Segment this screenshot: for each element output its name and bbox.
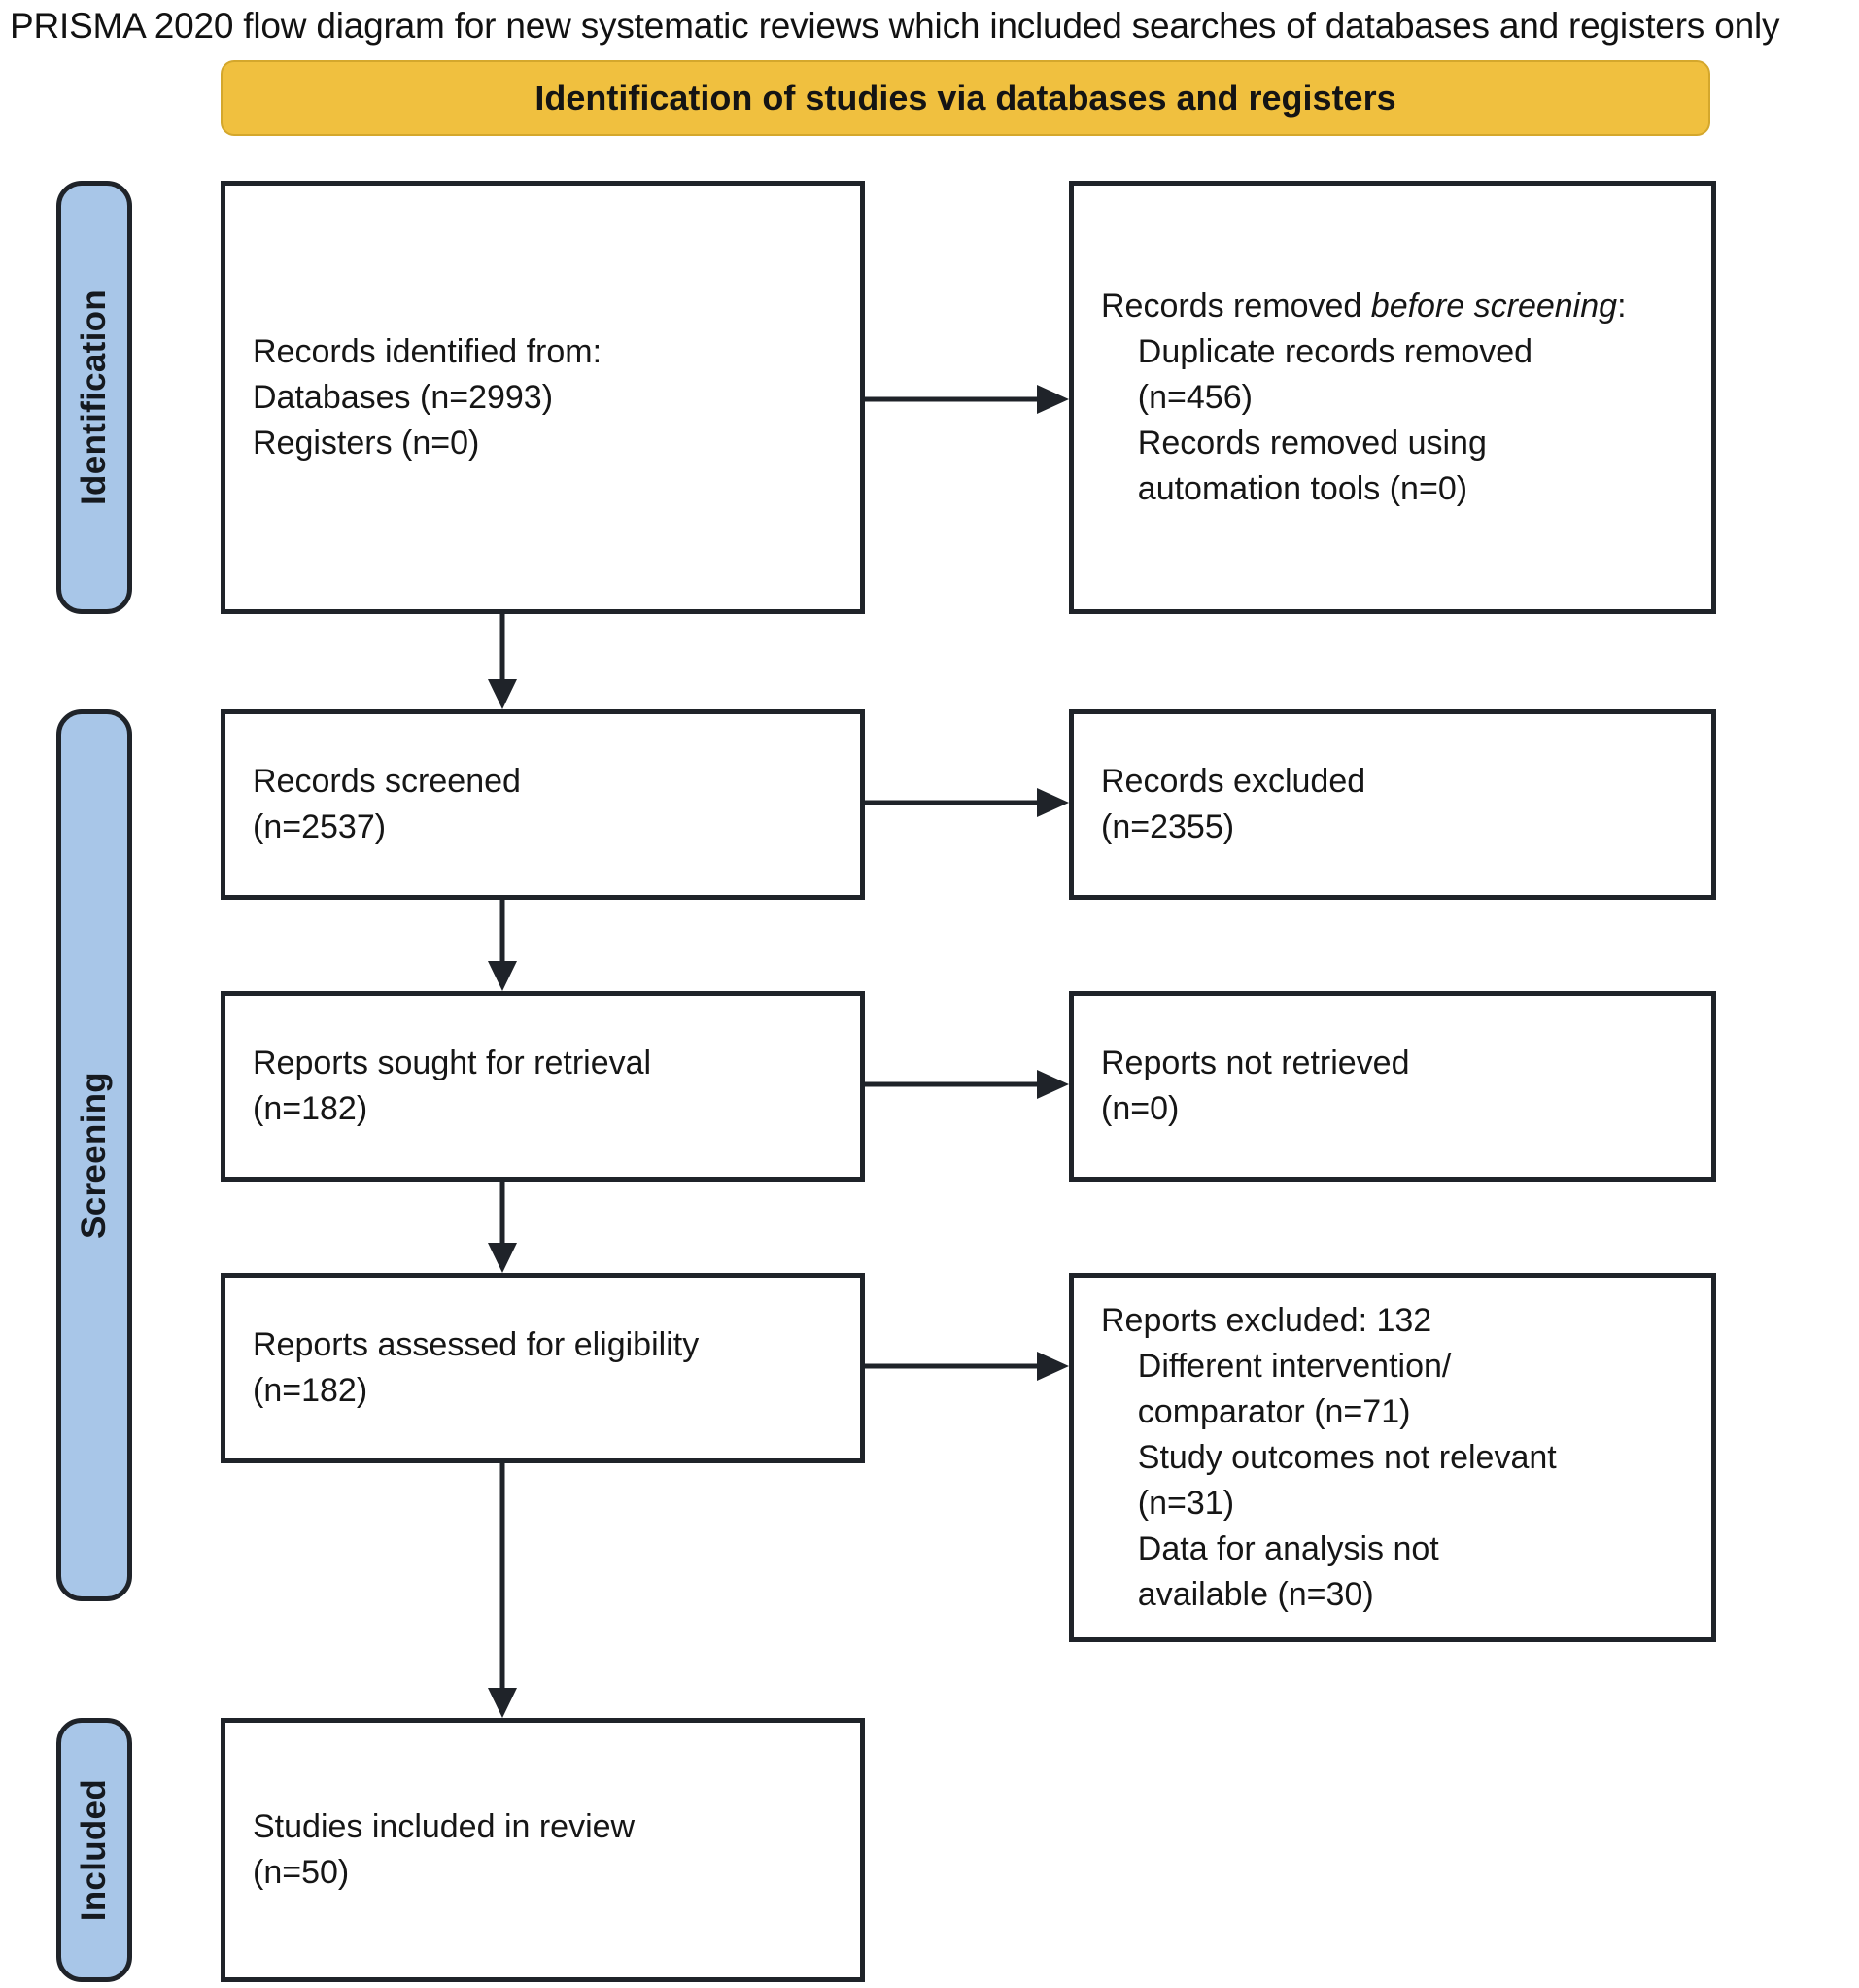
box-reports-assessed-for-eligibility: Reports assessed for eligibility (n=182) [221, 1273, 865, 1463]
box-studies-included-in-review: Studies included in review (n=50) [221, 1718, 865, 1982]
records-removed-heading-italic: before screening [1370, 287, 1618, 325]
connector-assessed-to-reports-excluded [864, 1350, 1071, 1383]
box-records-removed-before-screening-text: Records removed before screening: Duplic… [1101, 284, 1627, 512]
identification-banner: Identification of studies via databases … [221, 60, 1710, 136]
records-removed-heading-suffix: : [1617, 287, 1627, 325]
connector-sought-to-assessed [486, 1181, 519, 1275]
connector-sought-to-not-retrieved [864, 1068, 1071, 1101]
box-records-screened: Records screened (n=2537) [221, 709, 865, 900]
stage-bar-screening: Screening [56, 709, 132, 1601]
stage-bar-identification: Identification [56, 181, 132, 614]
box-reports-not-retrieved-text: Reports not retrieved (n=0) [1101, 1045, 1410, 1127]
connector-screened-to-sought [486, 899, 519, 993]
box-reports-not-retrieved: Reports not retrieved (n=0) [1069, 991, 1716, 1182]
box-records-removed-before-screening: Records removed before screening: Duplic… [1069, 181, 1716, 614]
box-studies-included-in-review-text: Studies included in review (n=50) [253, 1808, 636, 1891]
identification-banner-label: Identification of studies via databases … [534, 78, 1396, 118]
box-records-identified-text: Records identified from: Databases (n=29… [253, 332, 602, 462]
box-records-identified: Records identified from: Databases (n=29… [221, 181, 865, 614]
box-reports-assessed-for-eligibility-text: Reports assessed for eligibility (n=182) [253, 1326, 700, 1409]
box-reports-excluded-text: Reports excluded: 132 Different interven… [1101, 1301, 1557, 1613]
box-reports-sought-for-retrieval-text: Reports sought for retrieval (n=182) [253, 1045, 652, 1127]
box-records-excluded-text: Records excluded (n=2355) [1101, 763, 1366, 845]
connector-assessed-to-included [486, 1462, 519, 1720]
diagram-caption: PRISMA 2020 flow diagram for new systema… [10, 6, 1780, 46]
box-records-screened-text: Records screened (n=2537) [253, 763, 521, 845]
records-removed-detail-lines: Duplicate records removed (n=456) Record… [1137, 332, 1533, 507]
connector-screened-to-records-excluded [864, 786, 1071, 819]
stage-label-identification: Identification [75, 290, 113, 505]
connector-identified-to-removed-before [864, 383, 1071, 416]
records-removed-heading-plain: Records removed [1101, 287, 1371, 325]
stage-label-screening: Screening [75, 1072, 113, 1239]
connector-identified-to-screened [486, 613, 519, 711]
stage-label-included: Included [75, 1778, 113, 1922]
stage-bar-included: Included [56, 1718, 132, 1982]
box-records-excluded: Records excluded (n=2355) [1069, 709, 1716, 900]
box-reports-excluded: Reports excluded: 132 Different interven… [1069, 1273, 1716, 1642]
box-reports-sought-for-retrieval: Reports sought for retrieval (n=182) [221, 991, 865, 1182]
